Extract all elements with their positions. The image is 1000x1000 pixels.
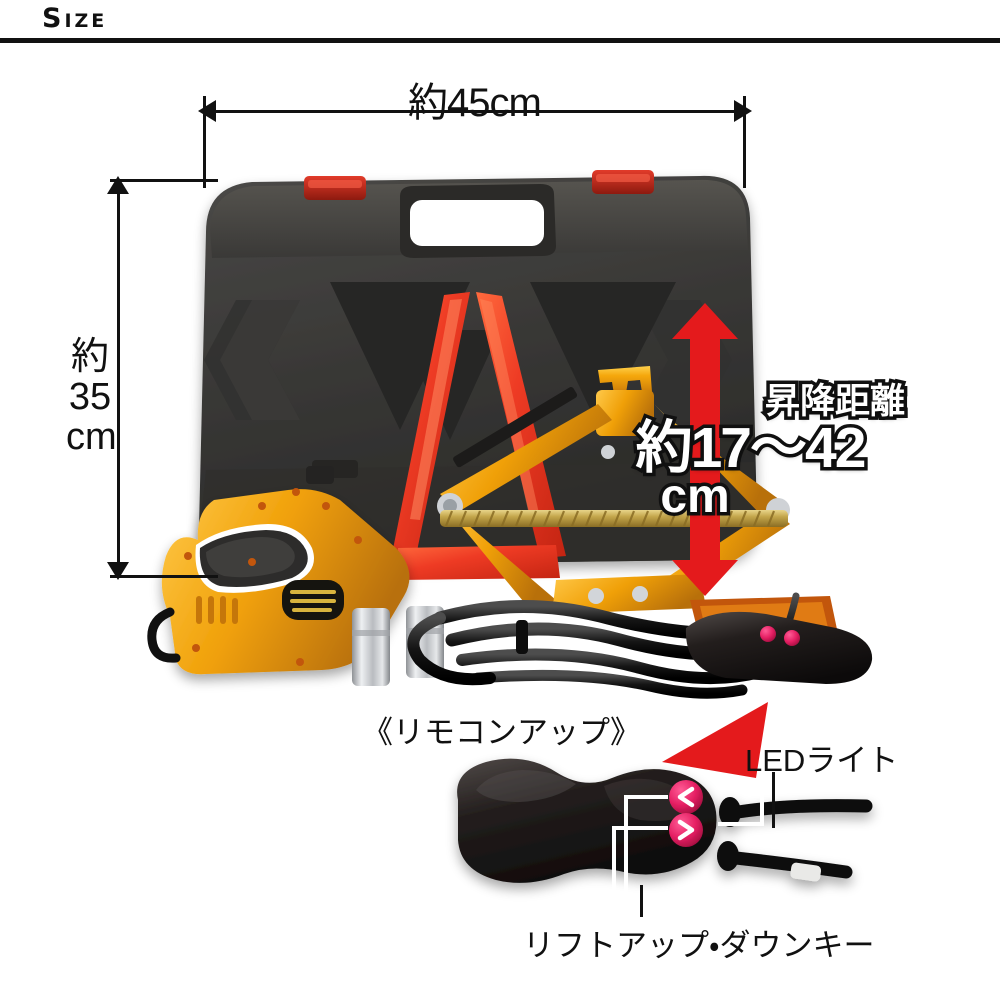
inline-remote [685,611,873,684]
lift-distance-value: 約17〜42 [632,416,870,481]
cables [407,592,800,699]
impact-wrench [147,466,410,675]
socket-adapters [352,606,444,686]
width-extension-right [743,96,746,188]
cable-tie [516,620,528,654]
case-latch-right [592,170,654,194]
height-label-line-3: cm [66,416,117,458]
lift-distance-unit: cm [657,469,733,524]
lift-keys-caption: リフトアップ・ダウンキー [523,928,875,963]
remote-down-button [669,813,703,847]
height-label-line-1: 約 [70,336,109,378]
width-arrow-left-icon [198,100,216,122]
lift-keys-leader-line [640,885,643,917]
lift-arrow-down-icon [672,560,738,596]
led-light-caption: LEDライト [745,743,899,778]
width-dimension-line [205,110,745,113]
width-extension-left [203,96,206,188]
lift-distance-title: 昇降距離 [761,380,908,422]
height-label: 約 35 cm [66,336,117,458]
height-arrow-up-icon [107,176,129,194]
lift-distance-callout: 昇降距離 約17〜42 cm [585,380,915,524]
warning-triangle [392,292,566,580]
width-arrow-right-icon [734,100,752,122]
width-label: 約45cm [408,81,542,125]
remote-closeup-caption: 《リモコンアップ》 [362,715,641,750]
led-leader-line [772,772,775,828]
page-title: Size [42,3,108,34]
height-extension-bottom [110,575,218,578]
height-arrow-down-icon [107,562,129,580]
red-pointer-arrow-icon [662,702,768,778]
height-label-line-2: 35 [68,376,112,418]
height-dimension-line [117,182,120,575]
height-extension-top [110,179,218,182]
header-divider [0,38,1000,43]
lift-arrow-up-icon [672,303,738,339]
lift-arrow-shaft [690,335,720,563]
case-latch-left [304,176,366,200]
